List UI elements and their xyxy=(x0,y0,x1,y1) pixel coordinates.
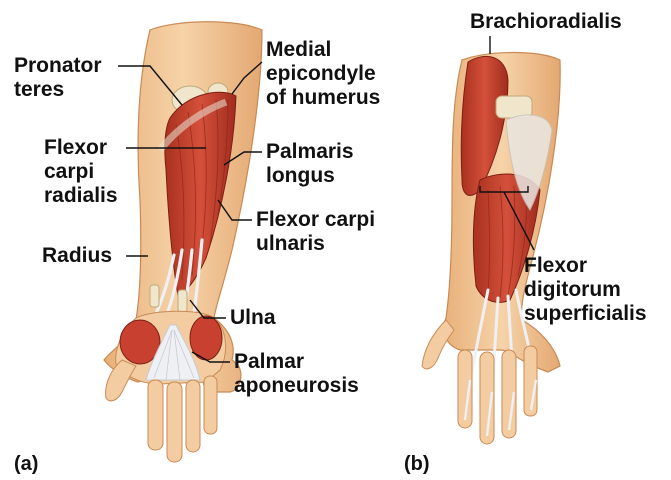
label-fds-line1: Flexor xyxy=(524,254,647,278)
label-palmar-aponeurosis-line1: Palmar xyxy=(234,350,359,374)
forearm-b xyxy=(422,53,560,445)
label-medial-epicondyle-line1: Medial xyxy=(266,38,380,62)
label-palmar-aponeurosis: Palmar aponeurosis xyxy=(234,350,359,398)
thumb-b xyxy=(422,320,454,369)
label-flexor-carpi-radialis: Flexor carpi radialis xyxy=(44,136,118,208)
label-medial-epicondyle: Medial epicondyle of humerus xyxy=(266,38,380,110)
panel-label-a: (a) xyxy=(14,452,38,476)
label-fcu-line1: Flexor carpi xyxy=(256,208,375,232)
panel-label-b: (b) xyxy=(404,452,430,476)
label-ulna-text: Ulna xyxy=(230,306,276,330)
finger-a-ring xyxy=(186,380,200,452)
label-fds-line2: digitorum xyxy=(524,278,647,302)
label-radius: Radius xyxy=(42,244,112,268)
label-ulna: Ulna xyxy=(230,306,276,330)
label-fcu-line2: ulnaris xyxy=(256,232,375,256)
label-palmar-aponeurosis-line2: aponeurosis xyxy=(234,374,359,398)
label-brachioradialis-text: Brachioradialis xyxy=(470,10,622,34)
label-palmaris-longus: Palmaris longus xyxy=(266,140,354,188)
ulna-bone xyxy=(178,290,187,312)
label-palmaris-longus-line2: longus xyxy=(266,164,354,188)
panel-label-b-text: (b) xyxy=(404,452,430,476)
finger-a-middle xyxy=(167,382,182,462)
finger-a-index xyxy=(148,380,163,450)
label-medial-epicondyle-line3: of humerus xyxy=(266,86,380,110)
label-flexor-digitorum-superficialis: Flexor digitorum superficialis xyxy=(524,254,647,326)
label-pronator-teres: Pronator teres xyxy=(14,54,102,102)
label-brachioradialis: Brachioradialis xyxy=(470,10,622,34)
label-fds-line3: superficialis xyxy=(524,302,647,326)
label-palmaris-longus-line1: Palmaris xyxy=(266,140,354,164)
label-fcr-line2: carpi xyxy=(44,160,118,184)
label-flexor-carpi-ulnaris: Flexor carpi ulnaris xyxy=(256,208,375,256)
thenar-muscle xyxy=(120,320,160,364)
label-radius-text: Radius xyxy=(42,244,112,268)
label-pronator-teres-line1: Pronator xyxy=(14,54,102,78)
panel-label-a-text: (a) xyxy=(14,452,38,476)
finger-a-little xyxy=(204,376,217,434)
radius-bone xyxy=(150,285,159,307)
label-pronator-teres-line2: teres xyxy=(14,78,102,102)
label-fcr-line3: radialis xyxy=(44,184,118,208)
label-fcr-line1: Flexor xyxy=(44,136,118,160)
label-medial-epicondyle-line2: epicondyle xyxy=(266,62,380,86)
